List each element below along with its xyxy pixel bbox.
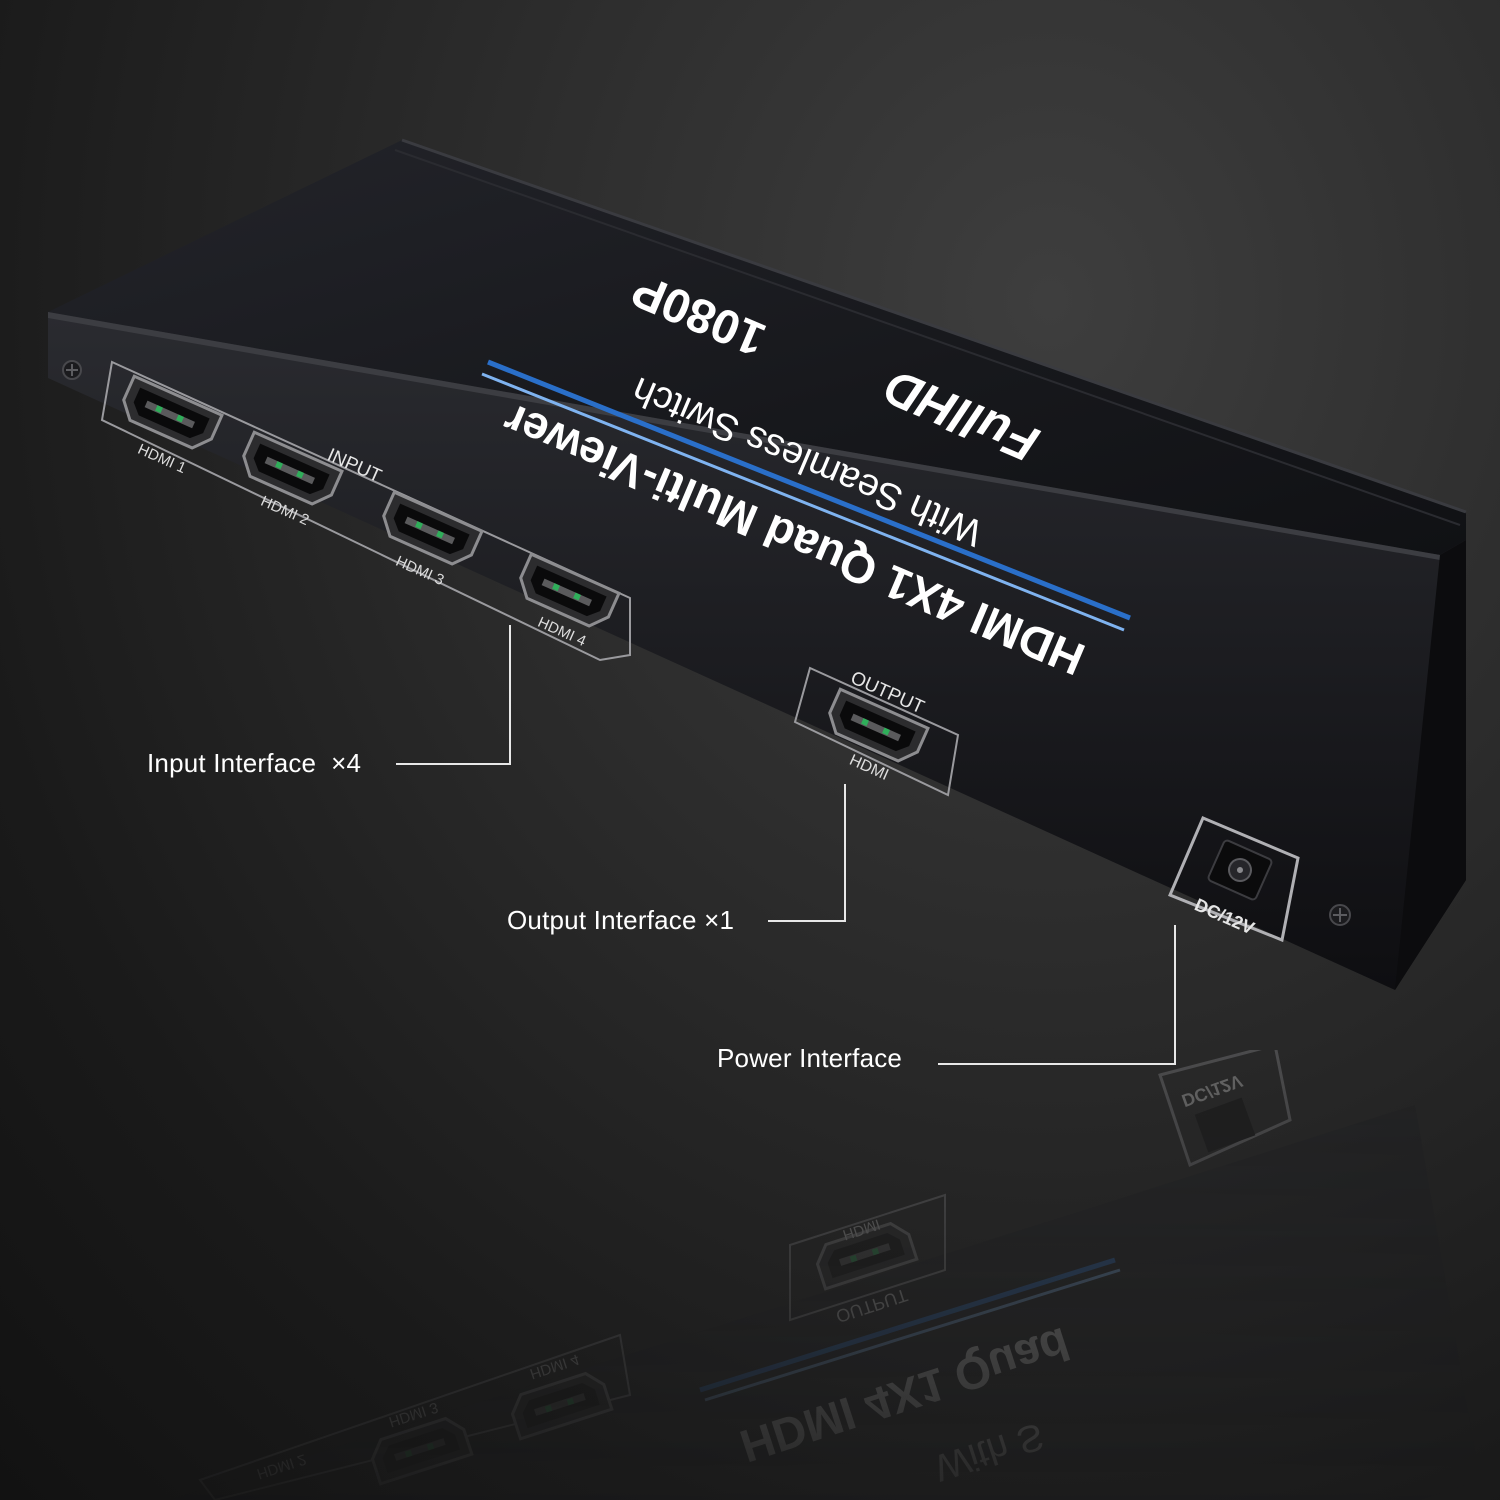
device-top-edge: [401, 138, 1467, 514]
dc-power-jack[interactable]: [1207, 839, 1273, 901]
hdmi-input-port-1-label: HDMI 1: [135, 441, 188, 477]
output-group-frame: [793, 666, 960, 797]
power-port-frame: [1168, 816, 1300, 943]
output-interface-callout: Output Interface ×1: [507, 905, 735, 935]
device-ridge: [394, 149, 1461, 526]
hdmi-multiviewer-device: 1080P FullHD With Seamless Switch HDMI 4…: [48, 138, 1467, 990]
callout-leaders: [396, 625, 1176, 1065]
screw-icon: [62, 360, 82, 380]
blue-stripe-dark: [487, 359, 1131, 621]
input-interface-callout: Input Interface ×4: [147, 748, 362, 778]
input-callout-line: [396, 625, 511, 765]
screw-icon: [1329, 904, 1351, 926]
blue-stripe-light: [481, 372, 1125, 632]
device-top-panel: [48, 140, 1466, 555]
output-callout-line: [768, 784, 846, 922]
device-reflection: DC/12V HDMI OUTPUT HDMI 4 HDMI 3 HDMI 2 …: [170, 1043, 1480, 1500]
device-side-panel: [1395, 540, 1466, 990]
device-front-edge-highlight: [48, 312, 1440, 560]
power-interface-callout: Power Interface: [717, 1043, 903, 1073]
device-front-panel: [48, 312, 1466, 990]
power-callout-line: [938, 925, 1176, 1065]
